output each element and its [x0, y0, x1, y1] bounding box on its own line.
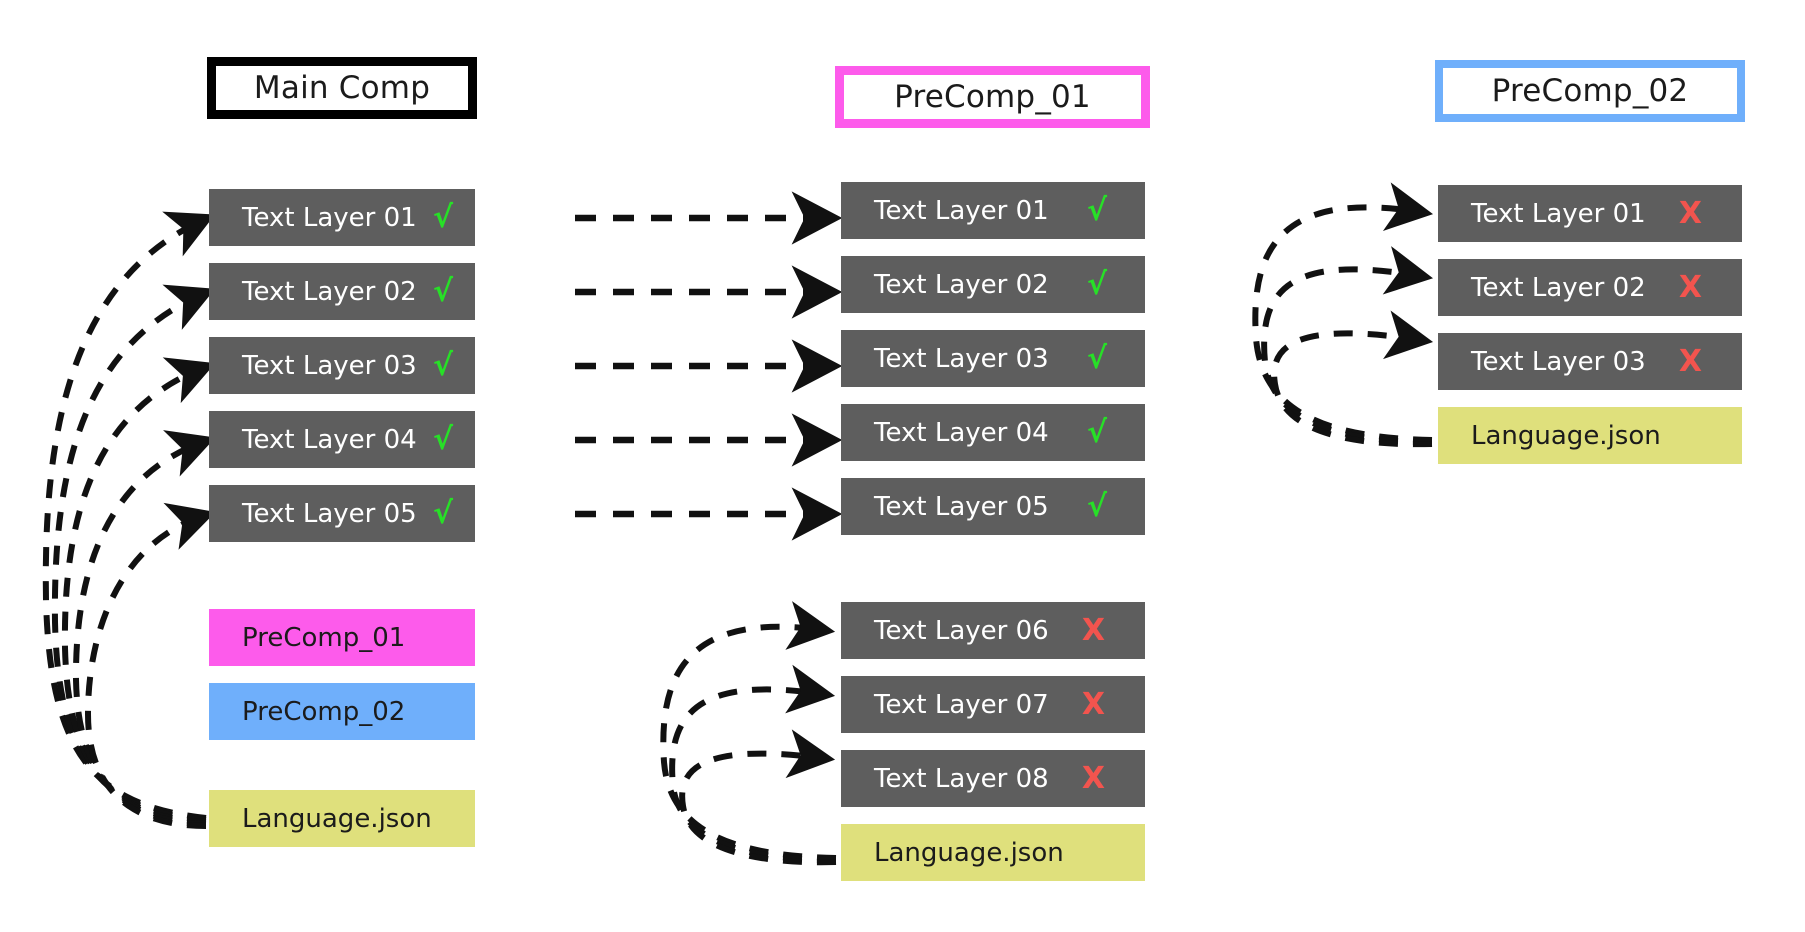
- layer-main-text-layer-03[interactable]: Text Layer 03 √: [209, 337, 475, 394]
- layer-label: PreComp_02: [242, 696, 406, 727]
- layer-main-language-json[interactable]: Language.json: [209, 790, 475, 847]
- status-check-icon: √: [1086, 340, 1107, 376]
- arrow-pc02-json-to-layer-02: [1261, 246, 1434, 445]
- layer-pc01-text-layer-02[interactable]: Text Layer 02 √: [841, 256, 1145, 313]
- status-check-icon: √: [1086, 266, 1107, 302]
- layer-label: Text Layer 04: [242, 424, 417, 455]
- comp-header-precomp-01[interactable]: PreComp_01: [835, 66, 1150, 128]
- layer-pc02-text-layer-01[interactable]: Text Layer 01 X: [1438, 185, 1742, 242]
- arrow-group-pc01-json-to-layers: [660, 601, 837, 866]
- status-cross-icon: X: [1081, 612, 1105, 648]
- arrow-pc02-json-to-layer-03: [1271, 310, 1434, 448]
- status-check-icon: √: [1086, 488, 1107, 524]
- arrow-group-main-json-to-layers: [42, 211, 216, 829]
- layer-label: PreComp_01: [242, 622, 406, 653]
- layer-label: Text Layer 07: [874, 689, 1049, 720]
- layer-label: Language.json: [242, 803, 432, 834]
- status-cross-icon: X: [1678, 269, 1702, 305]
- arrow-group-main-to-precomp01: [575, 191, 843, 541]
- comp-header-label: PreComp_01: [894, 79, 1091, 115]
- arrow-json-to-layer-01: [42, 211, 215, 821]
- layer-pc02-text-layer-03[interactable]: Text Layer 03 X: [1438, 333, 1742, 390]
- layer-pc01-language-json[interactable]: Language.json: [841, 824, 1145, 881]
- status-check-icon: √: [432, 421, 453, 457]
- arrow-pc01-json-to-layer-06: [660, 601, 837, 861]
- layer-label: Text Layer 08: [874, 763, 1049, 794]
- arrow-pc01-json-to-layer-08: [679, 729, 837, 866]
- layer-pc02-text-layer-02[interactable]: Text Layer 02 X: [1438, 259, 1742, 316]
- layer-label: Text Layer 06: [874, 615, 1049, 646]
- layer-label: Text Layer 02: [874, 269, 1049, 300]
- comp-header-precomp-02[interactable]: PreComp_02: [1435, 60, 1745, 122]
- comp-header-label: PreComp_02: [1491, 73, 1689, 109]
- layer-label: Text Layer 03: [874, 343, 1049, 374]
- layer-label: Text Layer 03: [242, 350, 417, 381]
- layer-main-precomp-02[interactable]: PreComp_02: [209, 683, 475, 740]
- status-check-icon: √: [1086, 192, 1107, 228]
- layer-label: Text Layer 03: [1471, 346, 1646, 377]
- layer-label: Text Layer 05: [242, 498, 417, 529]
- arrow-json-to-layer-04: [72, 430, 216, 827]
- layer-main-text-layer-02[interactable]: Text Layer 02 √: [209, 263, 475, 320]
- arrow-json-to-layer-02: [51, 284, 216, 823]
- arrow-pc01-json-to-layer-07: [669, 664, 837, 863]
- layer-label: Text Layer 02: [1471, 272, 1646, 303]
- status-check-icon: √: [432, 347, 453, 383]
- layer-pc01-text-layer-06[interactable]: Text Layer 06 X: [841, 602, 1145, 659]
- arrow-json-to-layer-03: [61, 357, 216, 825]
- layer-pc02-language-json[interactable]: Language.json: [1438, 407, 1742, 464]
- status-check-icon: √: [432, 495, 453, 531]
- layer-pc01-text-layer-07[interactable]: Text Layer 07 X: [841, 676, 1145, 733]
- layer-label: Language.json: [874, 837, 1064, 868]
- layer-label: Text Layer 05: [874, 491, 1049, 522]
- layer-pc01-text-layer-04[interactable]: Text Layer 04 √: [841, 404, 1145, 461]
- status-cross-icon: X: [1678, 195, 1702, 231]
- layer-label: Text Layer 01: [1471, 198, 1646, 229]
- layer-pc01-text-layer-05[interactable]: Text Layer 05 √: [841, 478, 1145, 535]
- status-cross-icon: X: [1678, 343, 1702, 379]
- layer-pc01-text-layer-08[interactable]: Text Layer 08 X: [841, 750, 1145, 807]
- layer-main-text-layer-05[interactable]: Text Layer 05 √: [209, 485, 475, 542]
- layer-label: Text Layer 04: [874, 417, 1049, 448]
- layer-main-text-layer-04[interactable]: Text Layer 04 √: [209, 411, 475, 468]
- arrow-pc02-json-to-layer-01: [1252, 182, 1434, 443]
- arrow-group-pc02-json-to-layers: [1252, 182, 1434, 448]
- status-check-icon: √: [432, 273, 453, 309]
- status-check-icon: √: [432, 199, 453, 235]
- comp-header-label: Main Comp: [253, 70, 431, 106]
- comp-header-main-comp[interactable]: Main Comp: [207, 57, 477, 119]
- layer-main-precomp-01[interactable]: PreComp_01: [209, 609, 475, 666]
- layer-label: Language.json: [1471, 420, 1661, 451]
- layer-main-text-layer-01[interactable]: Text Layer 01 √: [209, 189, 475, 246]
- layer-label: Text Layer 01: [874, 195, 1049, 226]
- status-cross-icon: X: [1081, 686, 1105, 722]
- layer-pc01-text-layer-01[interactable]: Text Layer 01 √: [841, 182, 1145, 239]
- layer-label: Text Layer 02: [242, 276, 417, 307]
- arrow-json-to-layer-05: [84, 502, 216, 829]
- status-cross-icon: X: [1081, 760, 1105, 796]
- layer-pc01-text-layer-03[interactable]: Text Layer 03 √: [841, 330, 1145, 387]
- layer-label: Text Layer 01: [242, 202, 417, 233]
- status-check-icon: √: [1086, 414, 1107, 450]
